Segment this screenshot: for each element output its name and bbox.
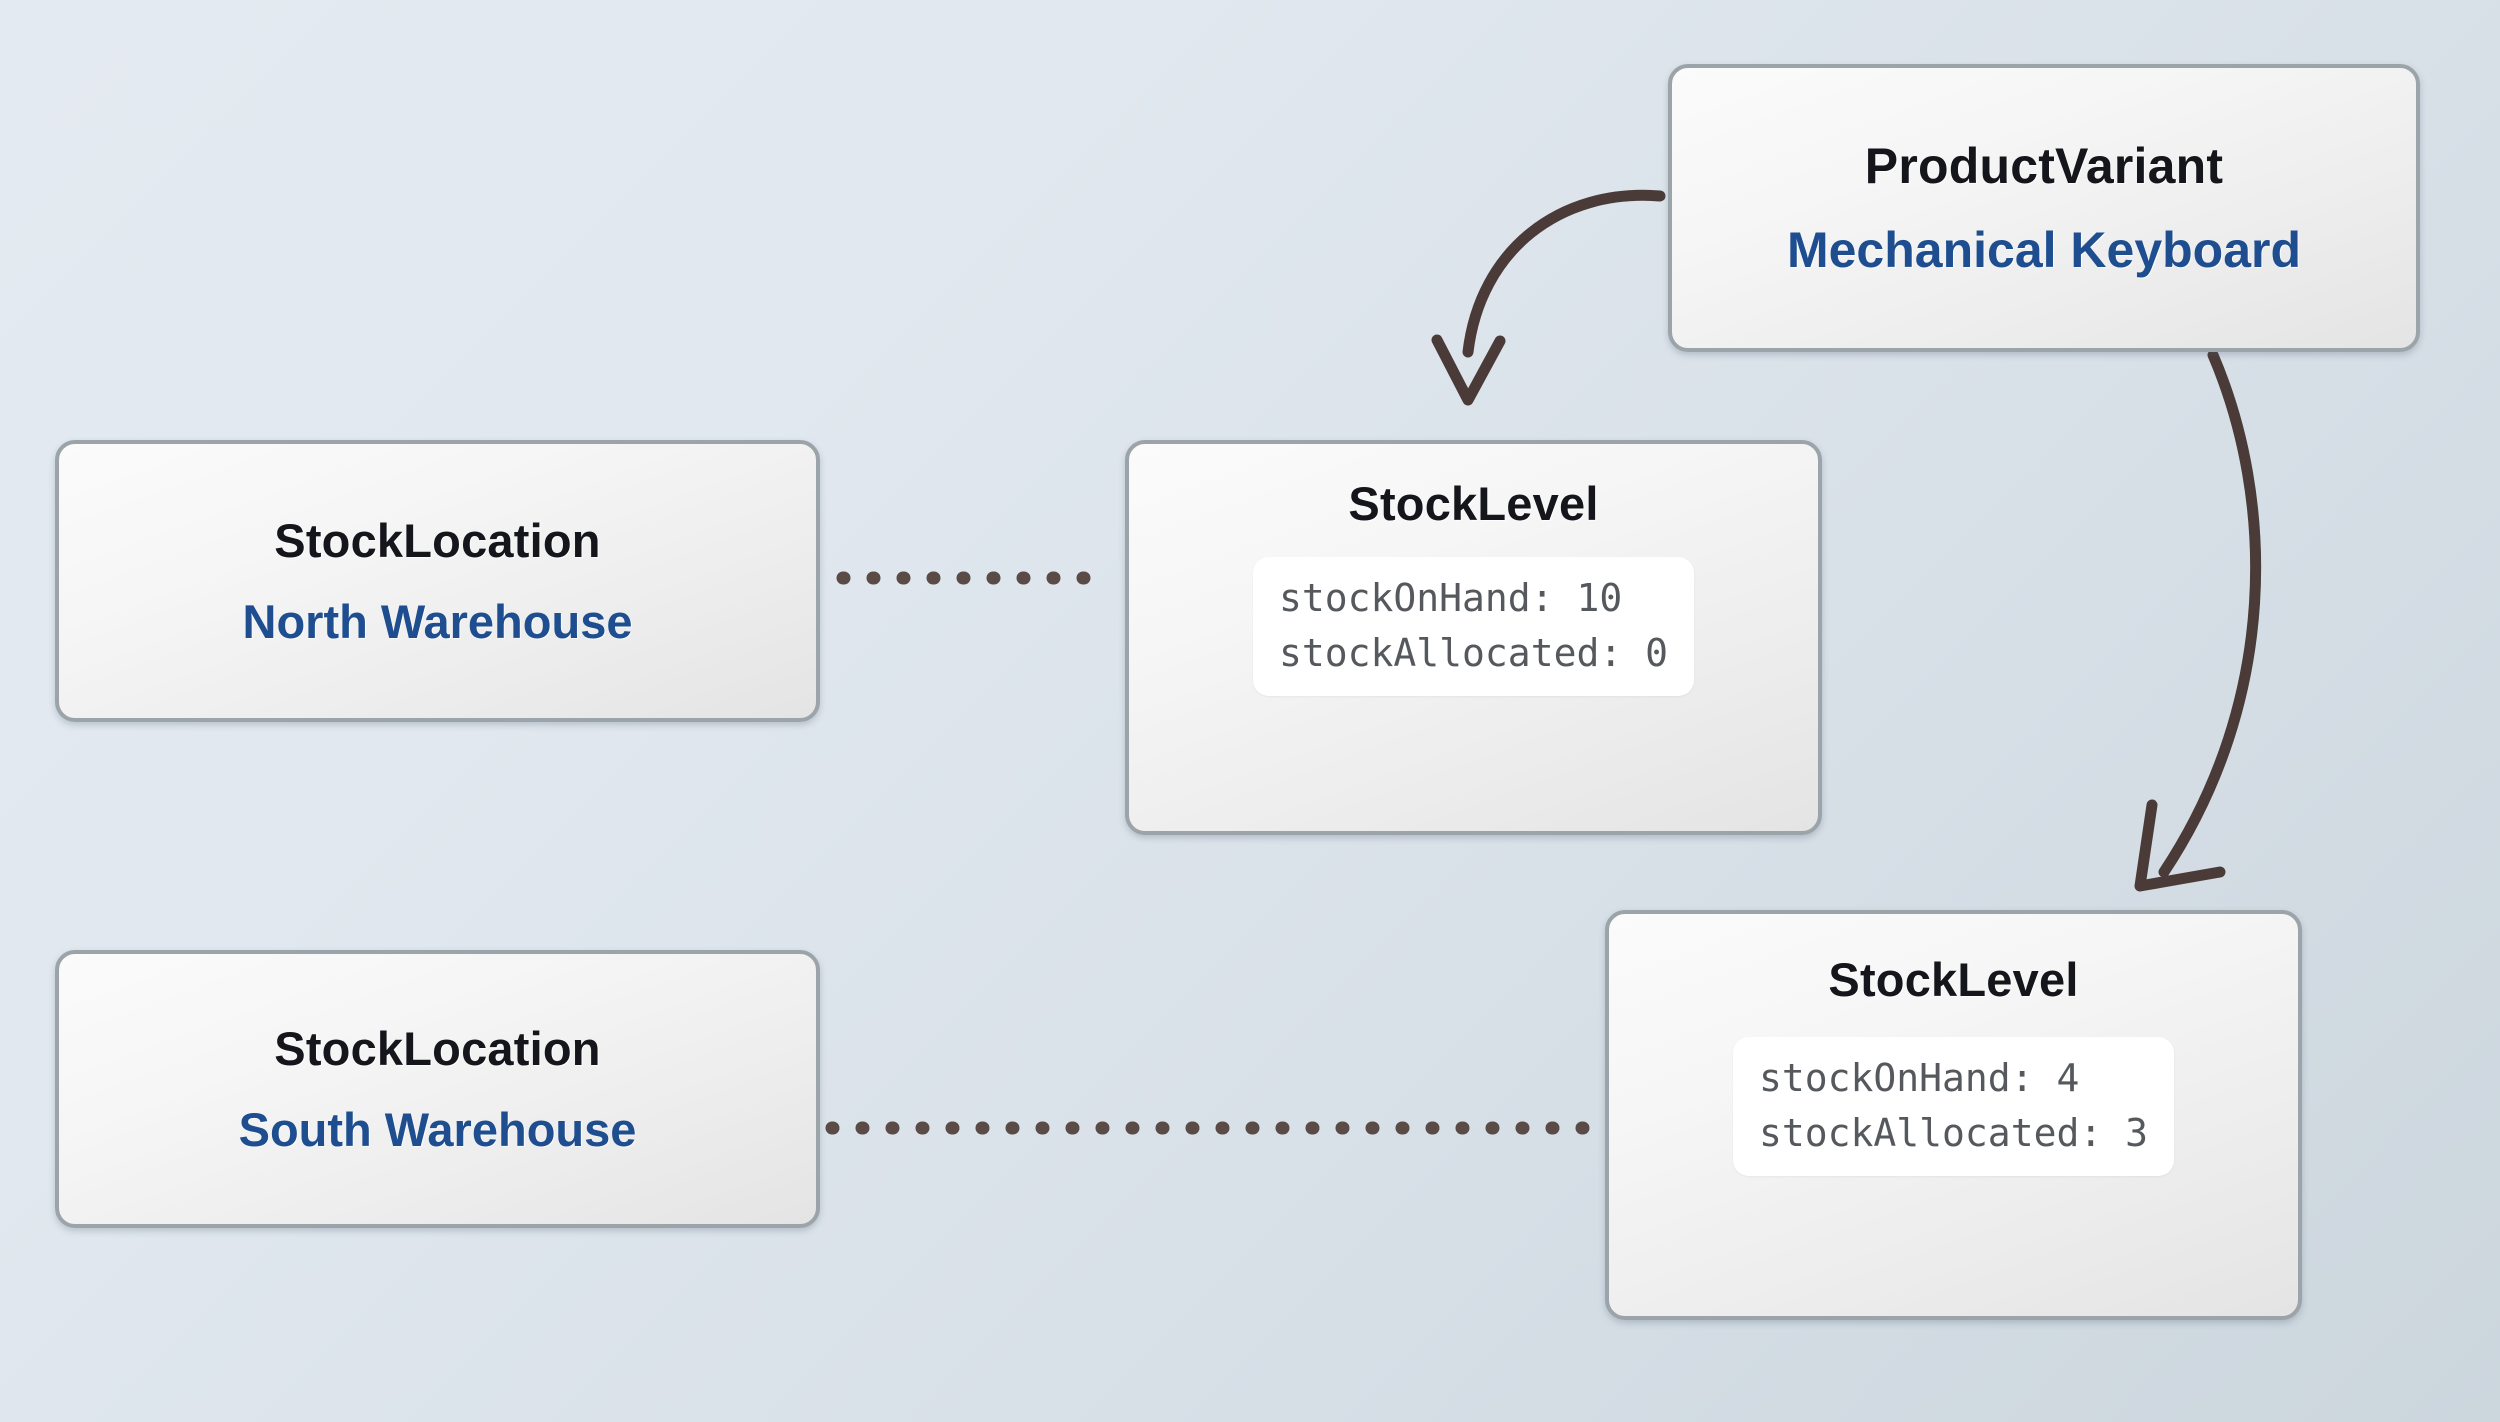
field-panel: stockOnHand: 4 stockAllocated: 3 <box>1733 1037 2174 1177</box>
node-type-label: StockLocation <box>274 1022 601 1075</box>
node-type-label: StockLocation <box>274 514 601 567</box>
node-type-label: ProductVariant <box>1864 138 2224 194</box>
field-stock-allocated: stockAllocated: 0 <box>1279 630 1668 675</box>
node-name-label: Mechanical Keyboard <box>1786 222 2302 278</box>
edge-variant-to-north-stocklevel <box>1431 189 1666 406</box>
field-stock-on-hand: stockOnHand: 4 <box>1759 1056 2080 1100</box>
node-name-label: North Warehouse <box>242 595 633 648</box>
field-panel: stockOnHand: 10 stockAllocated: 0 <box>1253 557 1694 697</box>
node-name-label: South Warehouse <box>238 1103 637 1156</box>
field-stock-allocated: stockAllocated: 3 <box>1759 1110 2148 1155</box>
node-type-label: StockLevel <box>1828 953 2079 1006</box>
node-product-variant[interactable]: ProductVariant Mechanical Keyboard <box>1668 64 2420 352</box>
node-stock-location-north[interactable]: StockLocation North Warehouse <box>55 440 820 722</box>
node-stock-level-south[interactable]: StockLevel stockOnHand: 4 stockAllocated… <box>1605 910 2302 1320</box>
field-stock-on-hand: stockOnHand: 10 <box>1279 576 1623 620</box>
edge-variant-to-south-stocklevel <box>2134 349 2262 892</box>
node-type-label: StockLevel <box>1348 477 1599 530</box>
node-stock-level-north[interactable]: StockLevel stockOnHand: 10 stockAllocate… <box>1125 440 1822 835</box>
node-stock-location-south[interactable]: StockLocation South Warehouse <box>55 950 820 1228</box>
